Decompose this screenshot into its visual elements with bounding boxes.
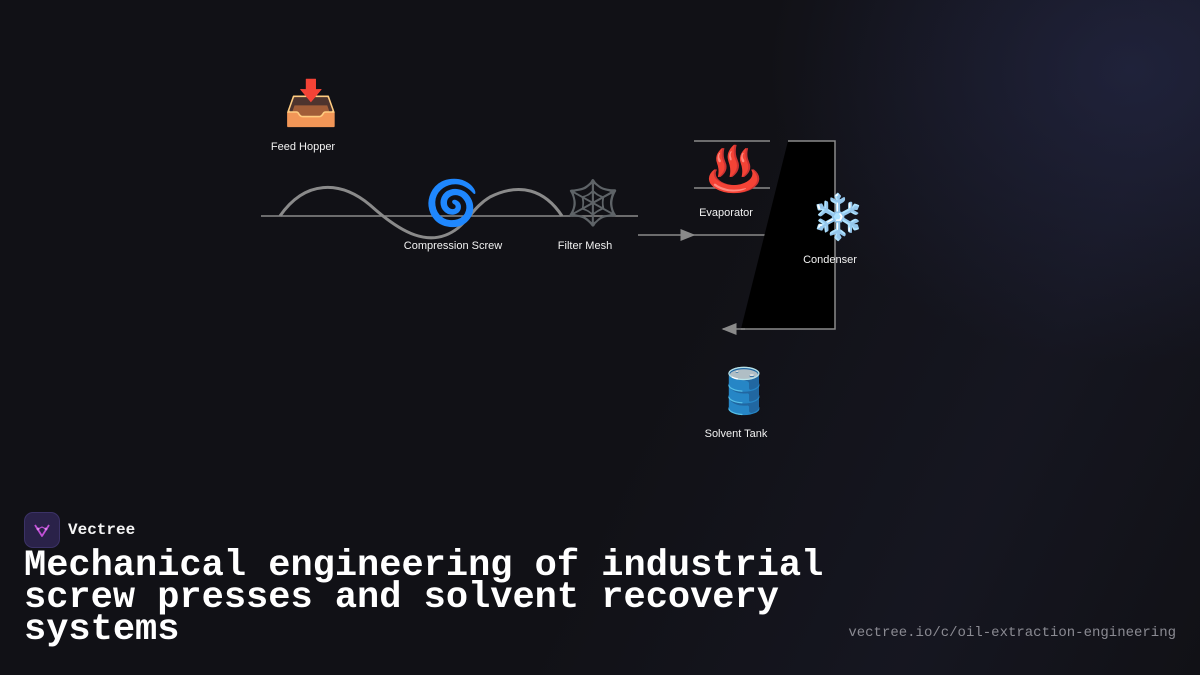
brand-name: Vectree bbox=[68, 521, 136, 539]
evaporator-label: Evaporator bbox=[699, 207, 753, 219]
page-title: Mechanical engineering of industrial scr… bbox=[24, 545, 824, 651]
screw-wave-line bbox=[278, 185, 564, 240]
spider-web-icon: 🕸️ bbox=[565, 178, 621, 229]
snowflake-icon: ❄️ bbox=[810, 192, 866, 243]
inbox-tray-icon: 📥 bbox=[283, 78, 339, 129]
oil-drum-icon: 🛢️ bbox=[716, 366, 772, 417]
filter-mesh-label: Filter Mesh bbox=[557, 240, 613, 252]
hot-springs-icon: ♨️ bbox=[706, 144, 762, 195]
compression-screw-label: Compression Screw bbox=[403, 240, 503, 252]
recovery-loop-fill bbox=[741, 141, 835, 329]
solvent-tank-label: Solvent Tank bbox=[704, 428, 768, 440]
brand: Vectree bbox=[24, 512, 135, 548]
cyclone-icon: 🌀 bbox=[424, 178, 480, 229]
page-url: vectree.io/c/oil-extraction-engineering bbox=[848, 625, 1176, 641]
condenser-label: Condenser bbox=[803, 254, 857, 266]
vectree-logo-icon bbox=[24, 512, 60, 548]
feed-hopper-label: Feed Hopper bbox=[270, 141, 336, 153]
recovery-loop-outline bbox=[741, 140, 836, 330]
